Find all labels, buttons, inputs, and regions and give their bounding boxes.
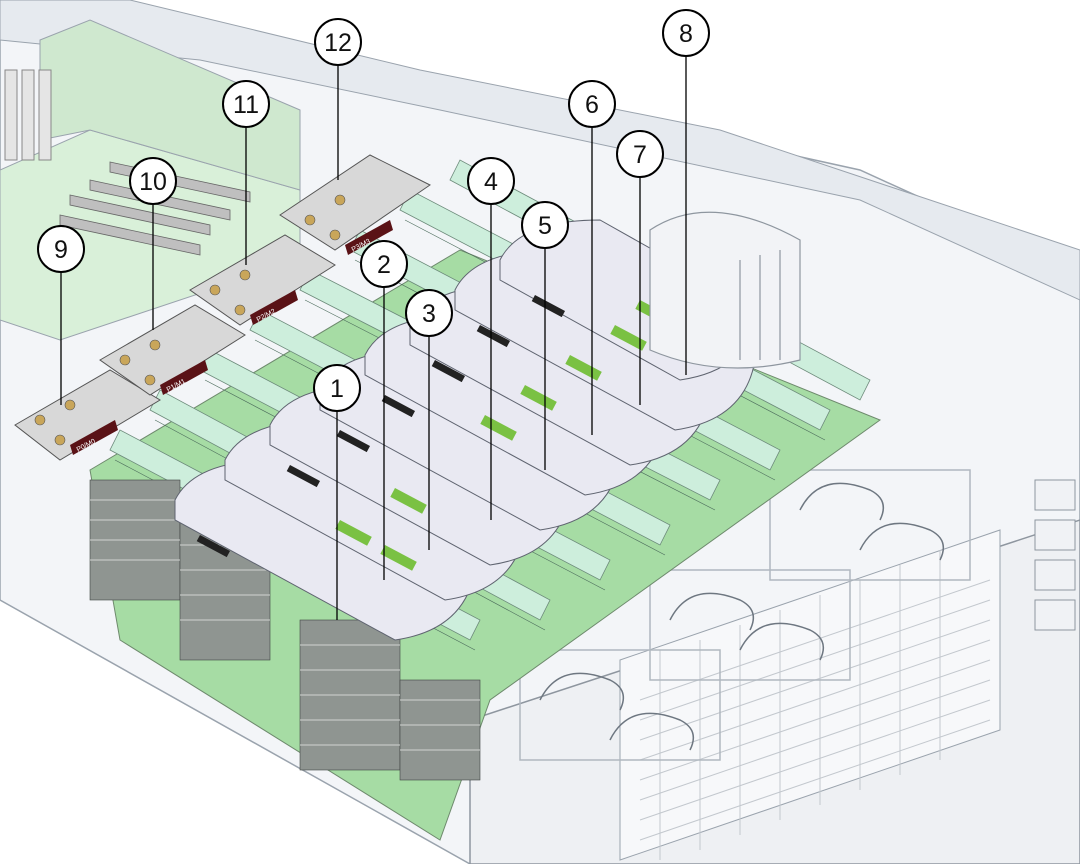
callout-11-label: 11 [233,91,259,119]
callout-6-label: 6 [585,91,599,119]
cover-labels [335,299,672,571]
callout-8-label: 8 [679,20,693,48]
callout-2-label: 2 [377,251,391,279]
fan-duct [649,211,801,369]
callout-1-label: 1 [330,375,344,403]
callout-7: 7 [616,130,664,178]
callout-8: 8 [662,9,710,57]
callout-9: 9 [37,225,85,273]
callout-12-label: 12 [324,29,352,57]
callout-4-label: 4 [484,168,498,196]
cpu-heatsinks: P0/M0 P1/M1 P2/M2 P3/M3 [14,154,431,461]
callout-6: 6 [568,80,616,128]
callout-9-label: 9 [54,236,68,264]
callout-3: 3 [405,289,453,337]
cover-black-tags [196,295,566,558]
callout-12: 12 [314,18,362,66]
callout-11: 11 [222,80,270,128]
callout-2: 2 [360,240,408,288]
leader-lines [60,57,687,620]
callout-5: 5 [521,201,569,249]
callout-3-label: 3 [422,300,436,328]
callouts: 1 2 3 4 5 6 7 8 9 10 11 12 [37,9,710,412]
callout-4: 4 [467,157,515,205]
callout-7-label: 7 [633,141,647,169]
callout-10: 10 [129,157,177,205]
callout-5-label: 5 [538,212,552,240]
callout-10-label: 10 [139,168,167,196]
front-drive-bays [1034,479,1076,631]
fan-modules [519,469,971,761]
callout-1: 1 [313,364,361,412]
